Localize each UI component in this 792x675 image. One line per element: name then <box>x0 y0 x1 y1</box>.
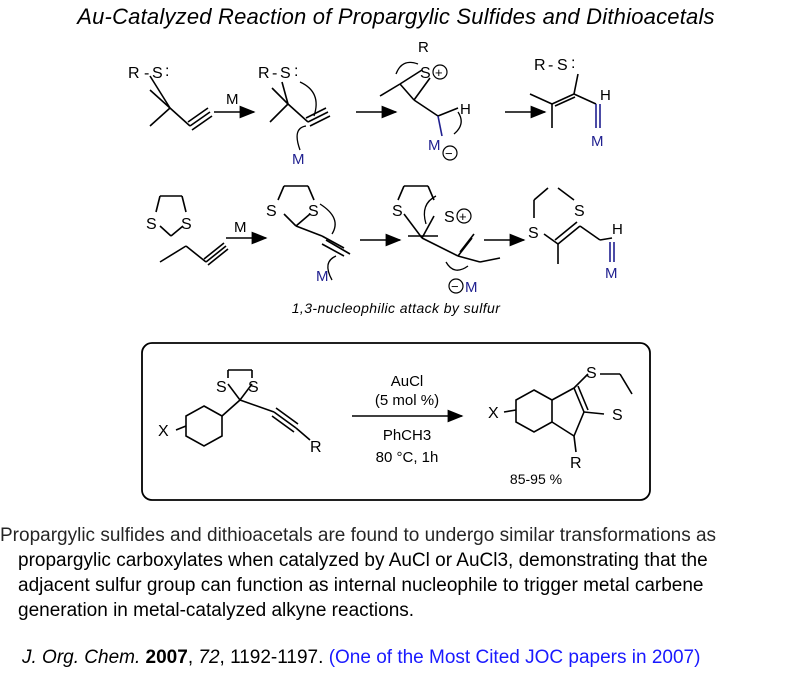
citation-pages: 1192-1197. <box>230 647 324 668</box>
scheme1-starting-material <box>149 75 213 131</box>
s1-s-label: S <box>152 65 163 82</box>
svg-text:R: R <box>534 57 546 74</box>
svg-text:−: − <box>451 279 459 294</box>
svg-text:H: H <box>600 87 611 104</box>
svg-text:M: M <box>591 133 604 150</box>
svg-text:M: M <box>428 137 441 154</box>
scheme2-product <box>533 187 615 264</box>
scheme2-intermediate-1 <box>277 185 351 281</box>
summary-line-4: generation in metal-catalyzed alkyne rea… <box>18 600 415 621</box>
svg-text:S: S <box>574 203 585 220</box>
box-product <box>503 373 633 453</box>
summary-line-2: propargylic carboxylates when catalyzed … <box>18 550 708 571</box>
svg-text:S: S <box>444 209 455 226</box>
svg-text::: : <box>165 63 169 80</box>
svg-text:S: S <box>216 379 227 396</box>
general-reaction-box <box>141 342 651 501</box>
box-x-label: X <box>158 423 169 440</box>
svg-text:R: R <box>418 39 429 56</box>
conditions-label: 80 °C, 1h <box>376 449 439 466</box>
svg-text::: : <box>571 55 575 72</box>
citation-note-link[interactable]: (One of the Most Cited JOC papers in 200… <box>328 647 701 668</box>
svg-text:M: M <box>465 279 478 296</box>
slide-title: Au-Catalyzed Reaction of Propargylic Sul… <box>77 4 715 29</box>
s2-arrow-reagent: M <box>234 219 247 236</box>
svg-text:-: - <box>144 65 149 82</box>
yield-label: 85-95 % <box>510 471 562 487</box>
svg-text:M: M <box>605 265 618 282</box>
citation-year: 2007 <box>145 647 188 668</box>
scheme1-intermediate-2 <box>379 61 462 161</box>
citation: J. Org. Chem. 2007, 72, 1192-1197. (One … <box>22 647 701 668</box>
s1-arrow-reagent: M <box>226 91 239 108</box>
svg-text:S: S <box>146 216 157 233</box>
svg-text:H: H <box>460 101 471 118</box>
svg-text:S: S <box>266 203 277 220</box>
scheme2-starting-material <box>155 195 229 266</box>
citation-journal: J. Org. Chem. <box>22 647 141 668</box>
svg-text:X: X <box>488 405 499 422</box>
catalyst-label: AuCl <box>391 373 424 390</box>
box-substrate <box>175 369 311 447</box>
svg-text::: : <box>294 63 298 80</box>
svg-text:S: S <box>528 225 539 242</box>
svg-text:S: S <box>280 65 291 82</box>
box-r-label: R <box>310 439 322 456</box>
svg-text:S: S <box>308 203 319 220</box>
svg-text:R: R <box>258 65 270 82</box>
scheme2-caption: 1,3-nucleophilic attack by sulfur <box>291 300 501 316</box>
scheme1-intermediate-1 <box>269 81 331 151</box>
summary-line-3: adjacent sulfur group can function as in… <box>18 575 704 596</box>
svg-text:S: S <box>586 365 597 382</box>
svg-text:-: - <box>272 65 277 82</box>
scheme2-intermediate-2 <box>397 185 501 294</box>
svg-text:R: R <box>570 455 582 472</box>
svg-text:S: S <box>557 57 568 74</box>
svg-text:-: - <box>548 57 553 74</box>
svg-text:M: M <box>316 268 329 285</box>
scheme1-product <box>529 73 601 128</box>
reaction-schemes: R - S : M R - S : M R S + H M − <box>128 39 651 501</box>
svg-text:S: S <box>612 407 623 424</box>
svg-text:S: S <box>392 203 403 220</box>
svg-text:−: − <box>445 146 453 161</box>
loading-label: (5 mol %) <box>375 392 439 409</box>
s1-r-label: R <box>128 65 140 82</box>
svg-text:S: S <box>420 65 431 82</box>
citation-volume: 72 <box>198 647 220 668</box>
svg-text:S: S <box>181 216 192 233</box>
svg-text:H: H <box>612 221 623 238</box>
s1-metal-label: M <box>292 151 305 168</box>
svg-text:+: + <box>435 65 443 80</box>
svg-text:+: + <box>459 209 467 224</box>
summary-line-1: Propargylic sulfides and dithioacetals a… <box>0 525 717 546</box>
summary-paragraph: Propargylic sulfides and dithioacetals a… <box>0 523 788 623</box>
svg-text:S: S <box>248 379 259 396</box>
solvent-label: PhCH3 <box>383 427 431 444</box>
